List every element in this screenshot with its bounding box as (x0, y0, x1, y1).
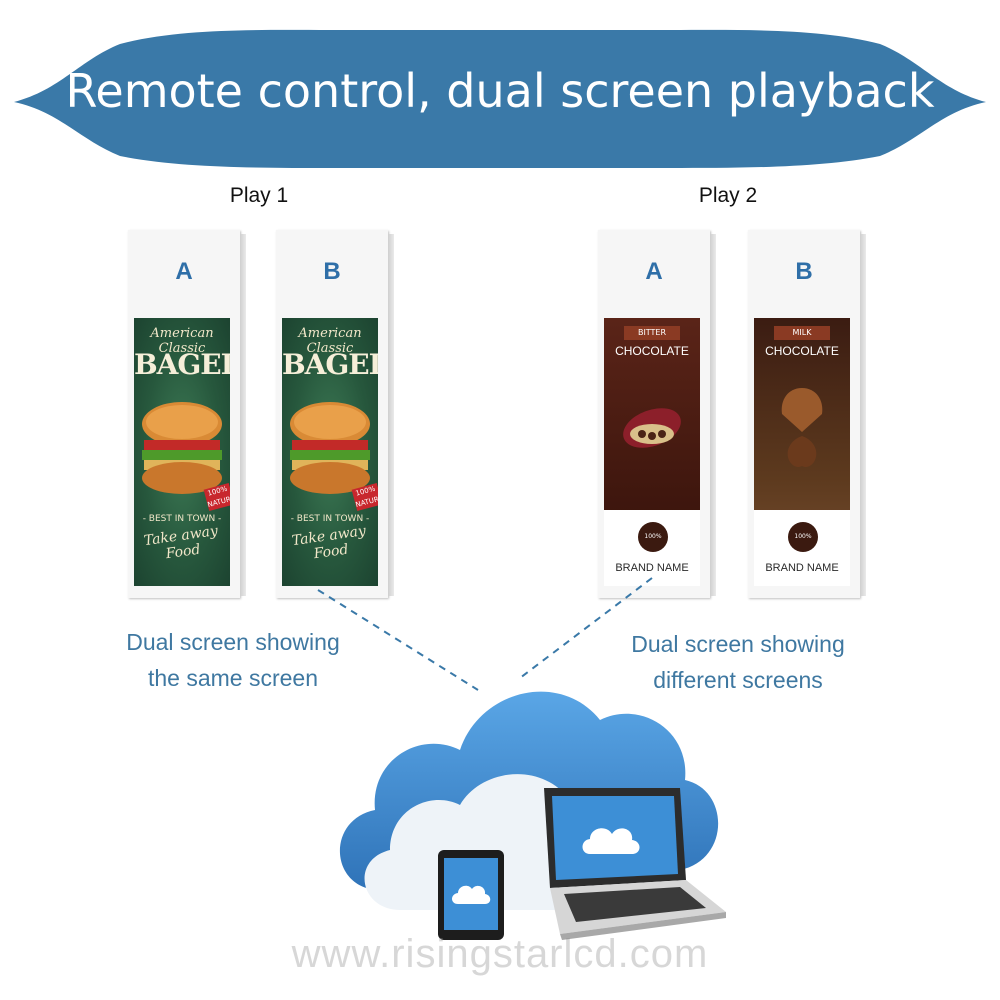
play2-description-line2: different screens (653, 667, 823, 693)
bagel-ad: American Classic BAGELS 100% NATURAL - B… (282, 318, 378, 586)
chocolate-heart-icon (781, 388, 823, 467)
watermark: www.risingstarlcd.com (291, 932, 709, 976)
ad-subslogan: - BEST IN TOWN - (290, 514, 370, 524)
laptop-icon (544, 788, 726, 940)
ad-tag: BITTER (624, 326, 680, 340)
tablet-icon (438, 850, 504, 940)
ad-subslogan: - BEST IN TOWN - (142, 514, 222, 524)
ad-headline: American Classic (150, 326, 214, 356)
brand-name: BRAND NAME (615, 562, 689, 574)
banner-title: Remote control, dual screen playback (65, 64, 935, 118)
play2-description-line1: Dual screen showing (631, 631, 845, 657)
ad-title: CHOCOLATE (765, 344, 839, 358)
play2-label: Play 2 (698, 184, 758, 207)
bagel-icon (142, 402, 222, 494)
brand-logo: 100% natural (638, 522, 668, 570)
chocolate-ad: MILK CHOCOLATE 100% natural BRAND NAME (754, 318, 850, 586)
brand-name: BRAND NAME (765, 562, 839, 574)
screen-letter: B (323, 258, 341, 285)
play1-label: Play 1 (229, 184, 289, 207)
bagel-ad: American Classic BAGELS 100% NATURAL - B… (134, 318, 230, 586)
play2-description: Dual screen showing different screens (578, 626, 898, 698)
brand-logo: 100% natural (788, 522, 818, 570)
bagel-icon (290, 402, 370, 494)
ad-title: CHOCOLATE (615, 344, 689, 358)
ad-tag: MILK (774, 326, 830, 340)
title-banner (14, 29, 986, 168)
chocolate-ad: BITTER CHOCOLATE 100% natural BRAND NAME (604, 318, 700, 586)
screen-letter: A (175, 258, 193, 285)
ad-title: BAGELS (282, 348, 378, 381)
play2-screen-a: A BITTER CHOCOLATE 100% natural BRAND NA… (598, 230, 716, 598)
play2-screen-b: B MILK CHOCOLATE 100% natural BRAND NAME (748, 230, 866, 598)
play1-description-line1: Dual screen showing (126, 629, 340, 655)
cocoa-pod-icon (623, 408, 681, 448)
play1-description-line2: the same screen (147, 665, 319, 691)
play1-screen-a: A American Classic BAGELS 100% NATURAL -… (128, 230, 246, 598)
ad-title: BAGELS (134, 348, 230, 381)
screen-letter: A (645, 258, 663, 285)
ad-headline: American Classic (298, 326, 362, 356)
screen-letter: B (795, 258, 813, 285)
play1-screen-b: B American Classic BAGELS 100% NATURAL -… (276, 230, 394, 598)
play1-description: Dual screen showing the same screen (73, 624, 393, 696)
